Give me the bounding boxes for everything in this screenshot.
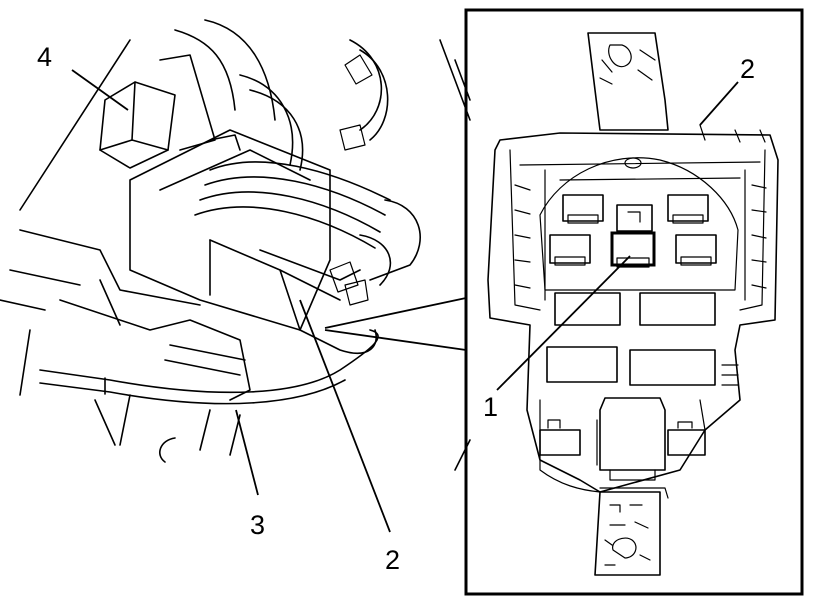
callout-label-3: 3 bbox=[250, 510, 266, 540]
inset-callout-label-1: 1 bbox=[483, 392, 499, 422]
callout-line-4 bbox=[71, 69, 129, 111]
callout-line-inset-1 bbox=[496, 255, 631, 391]
inset-leader-bottom bbox=[324, 329, 467, 351]
inset-frame bbox=[464, 8, 804, 596]
inset-leader-top bbox=[324, 297, 467, 329]
callout-line-3 bbox=[235, 409, 259, 496]
callout-label-4: 4 bbox=[37, 42, 53, 72]
junction-block-illustration bbox=[487, 32, 779, 576]
wiring-harness-illustration bbox=[0, 19, 471, 471]
callout-line-inset-2 bbox=[699, 81, 739, 126]
callout-label-2: 2 bbox=[385, 545, 401, 575]
callout-line-2 bbox=[299, 299, 391, 533]
inset-callout-label-2: 2 bbox=[740, 54, 756, 84]
